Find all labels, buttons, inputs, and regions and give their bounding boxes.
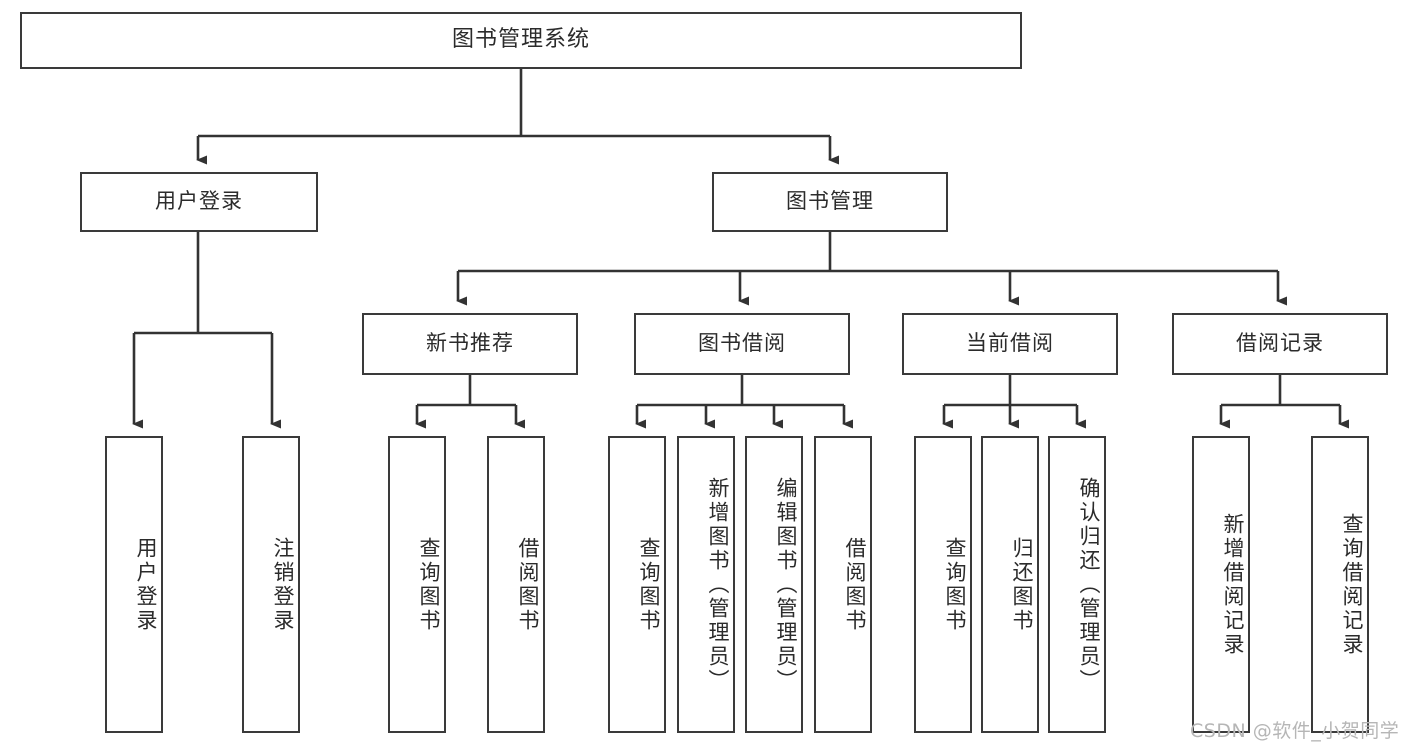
leaf-borrow-query-book[interactable]: 查询图书: [608, 436, 666, 733]
node-label: 用户登录: [155, 189, 243, 214]
leaf-records-query-record[interactable]: 查询借阅记录: [1311, 436, 1369, 733]
leaf-current-query-book[interactable]: 查询图书: [914, 436, 972, 733]
node-label: 图书借阅: [698, 331, 786, 356]
node-label: 归还图书: [1010, 536, 1034, 633]
node-label: 借阅记录: [1236, 331, 1324, 356]
node-label: 查询图书: [417, 536, 441, 633]
leaf-borrow-borrow-book[interactable]: 借阅图书: [814, 436, 872, 733]
node-label: 查询借阅记录: [1340, 512, 1364, 657]
leaf-recommend-borrow-book[interactable]: 借阅图书: [487, 436, 545, 733]
leaf-current-return-book[interactable]: 归还图书: [981, 436, 1039, 733]
leaf-borrow-edit-book-admin[interactable]: 编辑图书（管理员）: [745, 436, 803, 733]
node-borrow-records[interactable]: 借阅记录: [1172, 313, 1388, 375]
node-new-book-recommend[interactable]: 新书推荐: [362, 313, 578, 375]
leaf-recommend-query-book[interactable]: 查询图书: [388, 436, 446, 733]
csdn-watermark: CSDN @软件_小贺同学: [1190, 720, 1400, 742]
node-label: 图书管理: [786, 189, 874, 214]
node-label: 新增图书（管理员）: [706, 476, 730, 693]
node-label: 用户登录: [134, 536, 158, 633]
node-label: 当前借阅: [966, 331, 1054, 356]
leaf-current-confirm-return-admin[interactable]: 确认归还（管理员）: [1048, 436, 1106, 733]
node-book-borrow[interactable]: 图书借阅: [634, 313, 850, 375]
node-root-system[interactable]: 图书管理系统: [20, 12, 1022, 69]
node-user-login[interactable]: 用户登录: [80, 172, 318, 232]
node-current-borrow[interactable]: 当前借阅: [902, 313, 1118, 375]
leaf-logout[interactable]: 注销登录: [242, 436, 300, 733]
node-label: 图书管理系统: [451, 27, 590, 53]
node-label: 借阅图书: [516, 536, 540, 633]
node-label: 新增借阅记录: [1221, 512, 1245, 657]
node-label: 注销登录: [271, 536, 295, 633]
leaf-user-login[interactable]: 用户登录: [105, 436, 163, 733]
node-label: 查询图书: [637, 536, 661, 633]
node-label: 确认归还（管理员）: [1077, 476, 1101, 693]
node-book-management[interactable]: 图书管理: [712, 172, 948, 232]
leaf-borrow-add-book-admin[interactable]: 新增图书（管理员）: [677, 436, 735, 733]
node-label: 借阅图书: [843, 536, 867, 633]
leaf-records-add-record[interactable]: 新增借阅记录: [1192, 436, 1250, 733]
node-label: 查询图书: [943, 536, 967, 633]
node-label: 新书推荐: [426, 331, 514, 356]
node-label: 编辑图书（管理员）: [774, 476, 798, 693]
